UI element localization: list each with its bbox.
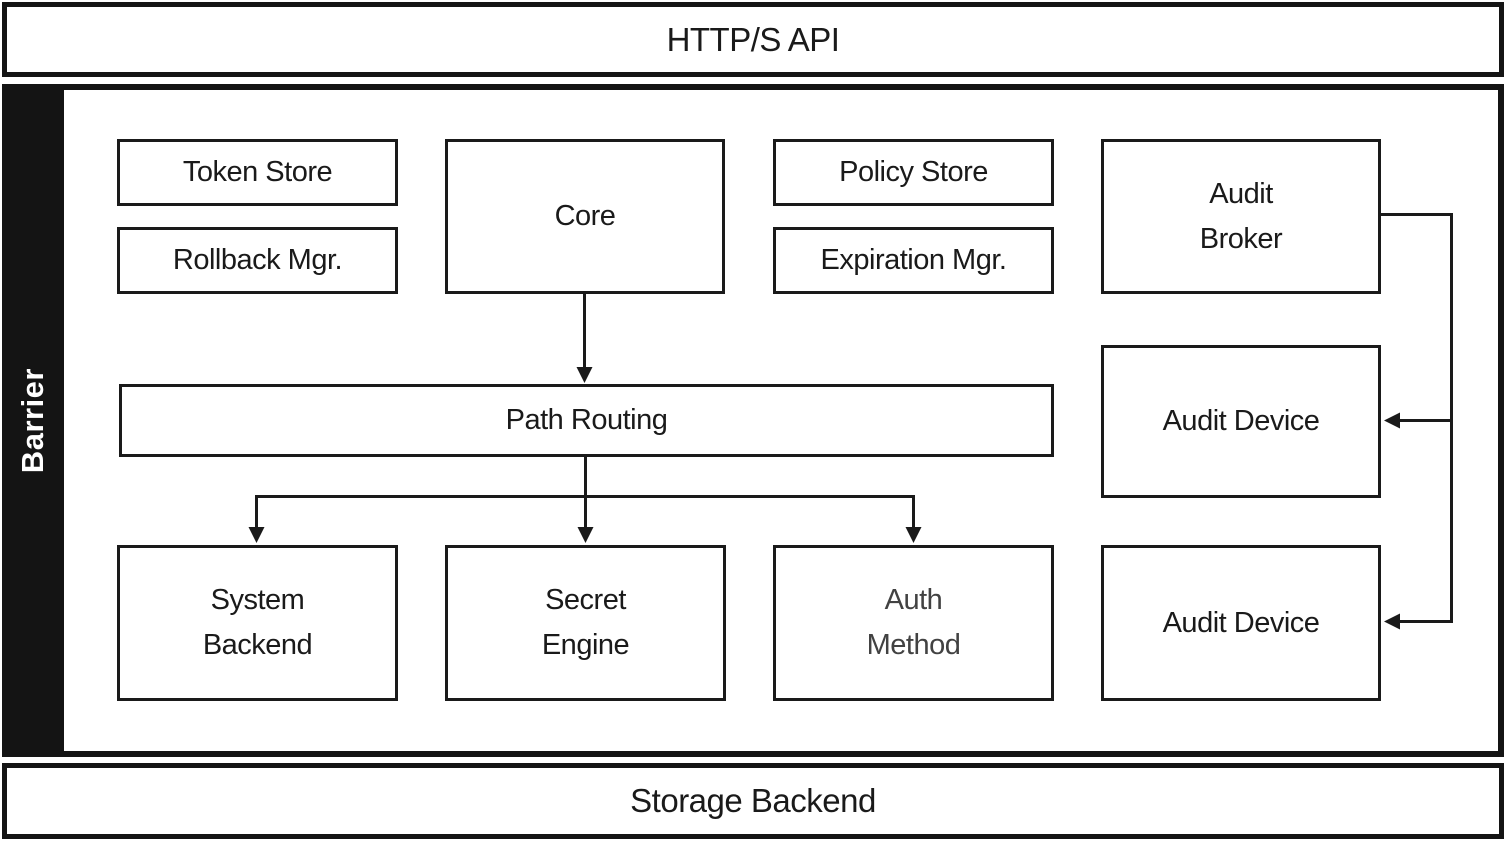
expiration-manager-box: Expiration Mgr. (773, 227, 1054, 294)
barrier-label: Barrier (15, 367, 50, 474)
rollback-manager-box: Rollback Mgr. (117, 227, 398, 294)
auth-method-box: Auth Method (773, 545, 1054, 701)
system-backend-box: System Backend (117, 545, 398, 701)
core-box: Core (445, 139, 725, 294)
expiration-manager-label: Expiration Mgr. (820, 244, 1007, 277)
audit-device-2-label: Audit Device (1162, 606, 1320, 639)
path-routing-label: Path Routing (505, 404, 668, 437)
audit-device-2-box: Audit Device (1101, 545, 1381, 701)
audit-broker-label: Audit Broker (1199, 177, 1283, 255)
policy-store-box: Policy Store (773, 139, 1054, 206)
policy-store-label: Policy Store (839, 156, 988, 189)
system-backend-label: System Backend (202, 584, 313, 661)
http-api-label: HTTP/S API (666, 20, 840, 58)
core-label: Core (554, 200, 616, 233)
token-store-box: Token Store (117, 139, 398, 206)
audit-device-1-label: Audit Device (1162, 405, 1320, 438)
secret-engine-box: Secret Engine (445, 545, 726, 701)
http-api-bar: HTTP/S API (2, 2, 1504, 77)
rollback-manager-label: Rollback Mgr. (172, 244, 343, 277)
secret-engine-label: Secret Engine (541, 584, 630, 661)
audit-broker-box: Audit Broker (1101, 139, 1381, 294)
path-routing-box: Path Routing (119, 384, 1054, 457)
barrier-sidebar: Barrier (2, 84, 64, 757)
auth-method-label: Auth Method (866, 584, 961, 661)
storage-backend-bar: Storage Backend (2, 763, 1504, 839)
audit-device-1-box: Audit Device (1101, 345, 1381, 498)
storage-backend-label: Storage Backend (630, 782, 876, 819)
token-store-label: Token Store (182, 156, 333, 189)
